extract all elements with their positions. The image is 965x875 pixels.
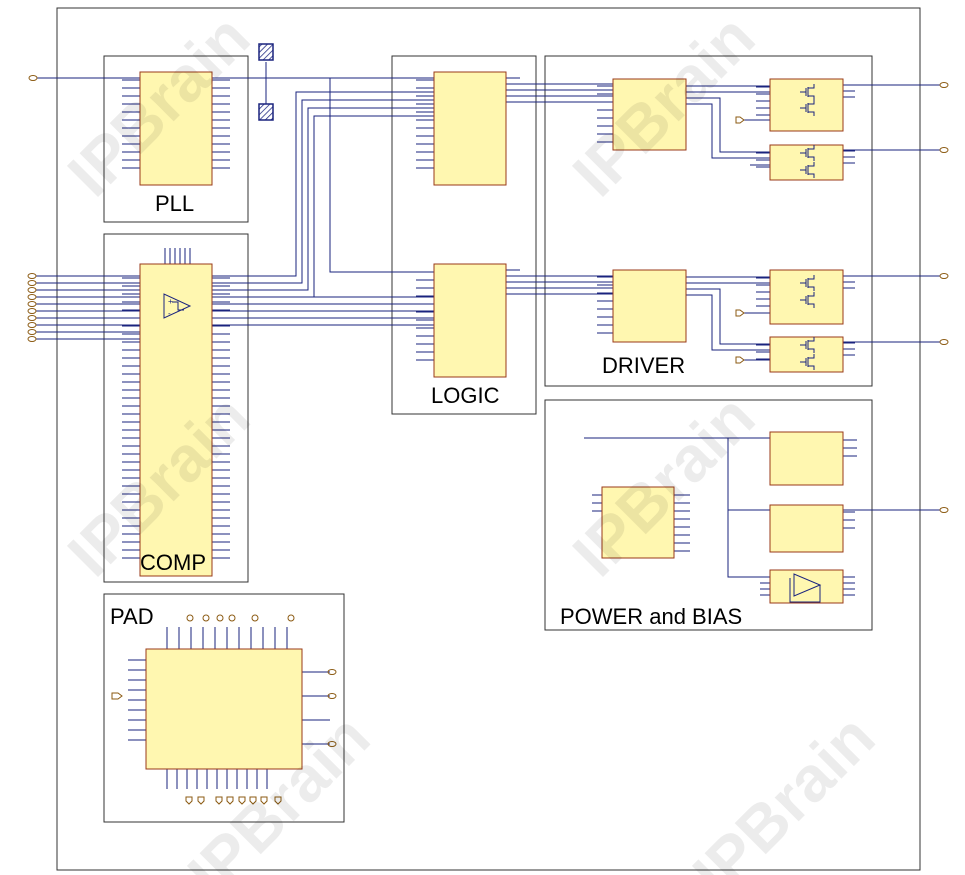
port-terminal <box>27 315 37 321</box>
logic-block-frame <box>391 55 537 415</box>
port-terminal <box>216 614 224 622</box>
comparator-icon: + - <box>163 293 192 319</box>
port-terminal <box>27 322 37 328</box>
transistor-icon <box>800 100 815 116</box>
port-terminal <box>287 614 295 622</box>
opamp-icon <box>789 573 822 603</box>
transistor-icon <box>800 354 815 370</box>
transistor-icon <box>800 162 815 178</box>
power-chip-opamp <box>769 569 844 604</box>
hatched-connector-top <box>258 43 274 61</box>
port-terminal <box>939 273 949 279</box>
comp-logic-wire <box>212 107 434 291</box>
pll-logic-bottom-wire <box>329 78 434 273</box>
port-terminal <box>735 309 745 317</box>
port-terminal <box>939 507 949 513</box>
chip-layer <box>139 71 844 770</box>
transistor-icon <box>800 145 815 161</box>
port-terminal <box>238 796 246 805</box>
pin-layer <box>122 77 857 789</box>
port-terminal <box>27 329 37 335</box>
port-terminal <box>249 796 257 805</box>
pll-label: PLL <box>155 191 194 216</box>
comp-label: COMP <box>140 550 206 575</box>
pll-chip <box>139 71 213 186</box>
port-terminal <box>939 339 949 345</box>
outer-frame <box>56 7 921 871</box>
port-terminal <box>27 301 37 307</box>
port-terminal <box>185 796 193 805</box>
port-terminal <box>735 116 745 124</box>
port-terminal <box>228 614 236 622</box>
port-terminal <box>202 614 210 622</box>
port-terminal <box>27 336 37 342</box>
pad-block-frame <box>103 593 345 823</box>
comp-logic-wire <box>212 115 434 298</box>
power-bias-wire <box>727 438 770 578</box>
port-terminal <box>327 741 337 747</box>
driver-out-wire <box>686 97 770 153</box>
transistor-icon <box>800 275 815 291</box>
driver-out-wire <box>686 103 770 159</box>
port-terminal <box>27 294 37 300</box>
transistor-icon <box>800 337 815 353</box>
transistor-icons <box>800 84 815 370</box>
port-terminal <box>27 308 37 314</box>
port-terminal <box>27 273 37 279</box>
port-terminal <box>260 796 268 805</box>
svg-text:+: + <box>168 297 173 306</box>
driver-label: DRIVER <box>602 353 685 378</box>
port-terminal <box>27 280 37 286</box>
driver-block-frame <box>544 55 873 387</box>
comp-block-frame <box>103 233 249 583</box>
port-layer <box>27 75 949 805</box>
port-terminal <box>327 693 337 699</box>
power-chip-top <box>769 431 844 486</box>
pad-chip <box>145 648 303 770</box>
driver-out-wire <box>686 288 770 345</box>
port-terminal <box>111 692 123 700</box>
port-terminal <box>939 82 949 88</box>
transistor-icon <box>800 292 815 308</box>
logic-label: LOGIC <box>431 383 500 408</box>
port-terminal <box>226 796 234 805</box>
port-terminal <box>197 796 205 805</box>
driver-chip-top <box>612 78 687 151</box>
comp-chip <box>139 263 213 577</box>
power-block-frame <box>544 399 873 631</box>
transistor-icon <box>800 84 815 100</box>
pad-label: PAD <box>110 604 154 629</box>
port-terminal <box>251 614 259 622</box>
watermark: IPBrain <box>679 701 888 875</box>
power-chip-middle <box>769 504 844 553</box>
driver-out-wire <box>686 294 770 351</box>
comp-logic-wire <box>212 99 434 284</box>
driver-chip-bottom <box>612 269 687 343</box>
port-terminal <box>735 356 745 364</box>
logic-chip-top <box>433 71 507 186</box>
port-terminal <box>327 669 337 675</box>
port-terminal <box>215 796 223 805</box>
logic-chip-bottom <box>433 263 507 378</box>
power-label: POWER and BIAS <box>560 604 742 629</box>
port-terminal <box>274 796 282 805</box>
port-terminal <box>186 614 194 622</box>
power-chip-left <box>601 486 675 559</box>
wire-layer <box>36 77 940 578</box>
port-terminal <box>939 147 949 153</box>
watermark: IPBrain <box>559 1 768 210</box>
svg-text:-: - <box>168 309 171 318</box>
comp-logic-wire <box>212 91 434 277</box>
port-terminal <box>27 287 37 293</box>
pll-block-frame <box>103 55 249 223</box>
hatched-connector-bottom <box>258 103 274 121</box>
port-terminal <box>28 75 38 81</box>
